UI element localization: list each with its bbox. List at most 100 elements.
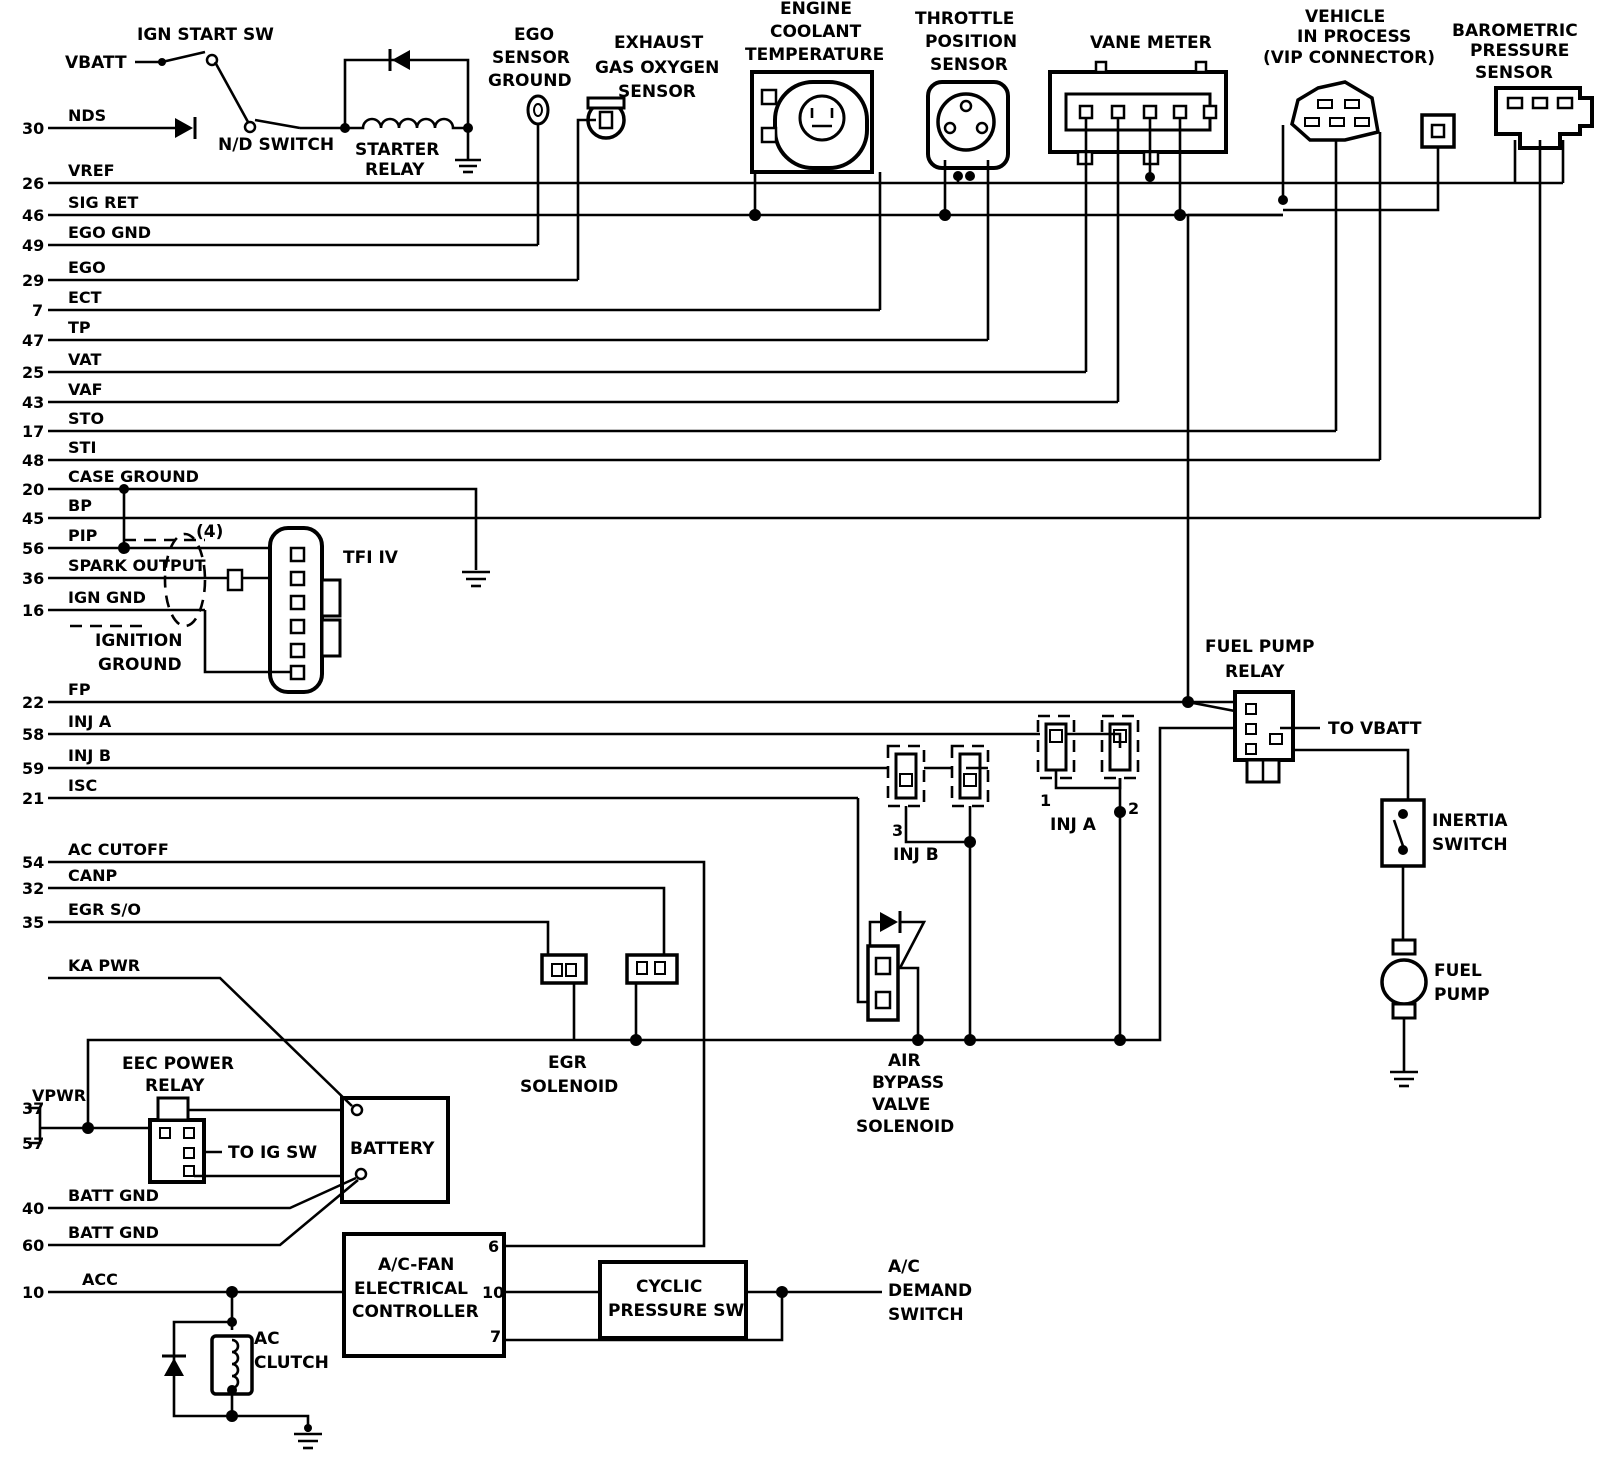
vip-label-3: (VIP CONNECTOR) <box>1263 48 1435 68</box>
pin-number-25: 25 <box>22 363 44 382</box>
vip-label-1: VEHICLE <box>1305 7 1385 27</box>
vbatt-label: VBATT <box>65 53 127 73</box>
ign-start-sw-label: IGN START SW <box>137 25 274 45</box>
egr-solenoid-connector-icon <box>540 953 588 985</box>
signal-label-canp: CANP <box>68 866 118 885</box>
signal-label-sti: STI <box>68 438 96 457</box>
ac-clutch-label-1: AC <box>254 1329 280 1349</box>
pin-number-40: 40 <box>22 1199 44 1218</box>
barometric-pressure-sensor: BAROMETRIC PRESSURE SENSOR <box>1452 21 1594 518</box>
pin-number-20: 20 <box>22 480 44 499</box>
ego-label-3: SENSOR <box>618 82 696 102</box>
inertia-switch-label-1: INERTIA <box>1432 811 1508 831</box>
pin-number-17: 17 <box>22 422 44 441</box>
pin-number-30: 30 <box>22 119 44 138</box>
egr-solenoid-label-2: SOLENOID <box>520 1077 618 1097</box>
to-vbatt-label: TO VBATT <box>1328 719 1422 739</box>
fuel-pump-label-2: PUMP <box>1434 985 1490 1005</box>
signal-label-batt-gnd: BATT GND <box>68 1186 159 1205</box>
signal-label-isc: ISC <box>68 776 97 795</box>
air-bypass-valve: AIR BYPASS VALVE SOLENOID <box>856 798 954 1137</box>
tfi-iv-label: TFI IV <box>343 548 399 568</box>
ac-fan-controller-icon <box>342 1232 506 1358</box>
eec-power-relay: EEC POWER RELAY TO IG SW BATTERY <box>28 976 450 1247</box>
pin-number-58: 58 <box>22 725 44 744</box>
fuel-pump-circuit: FUEL PUMP RELAY TO VBATT INERTIA SWITCH … <box>1182 215 1508 1088</box>
bp-label-2: PRESSURE <box>1470 41 1569 61</box>
pin-number-43: 43 <box>22 393 44 412</box>
signal-label-vaf: VAF <box>68 380 103 399</box>
tp-label-2: POSITION <box>925 32 1017 52</box>
inertia-switch-label-2: SWITCH <box>1432 835 1508 855</box>
injector-2-icon <box>1100 714 1140 780</box>
ego-label-1: EXHAUST <box>614 33 704 53</box>
ego-label-2: GAS OXYGEN <box>595 58 719 78</box>
note-4-label: (4) <box>196 522 223 542</box>
pin-number-46: 46 <box>22 206 44 225</box>
ignition-ground-label-1: IGNITION <box>95 631 182 651</box>
vip-connector-icon <box>1290 80 1381 142</box>
signal-label-vat: VAT <box>68 350 101 369</box>
ignition-ground-label-2: GROUND <box>98 655 182 675</box>
egr-canp-solenoids: EGR SOLENOID <box>48 886 679 1097</box>
signal-label-sig-ret: SIG RET <box>68 193 138 212</box>
injector-1-icon <box>1036 714 1076 780</box>
inj-b-label: INJ B <box>893 845 939 865</box>
ect-label-2: COOLANT <box>770 22 862 42</box>
pin-number-60: 60 <box>22 1236 44 1255</box>
cyclic-pressure-label-1: CYCLIC <box>636 1277 702 1297</box>
pin-number-35: 35 <box>22 913 44 932</box>
ac-demand-label-1: A/C <box>888 1257 920 1277</box>
pin-number-26: 26 <box>22 174 44 193</box>
pin-number-7: 7 <box>32 301 43 320</box>
signal-label-tp: TP <box>68 318 91 337</box>
inj-a-label: INJ A <box>1050 815 1097 835</box>
bypass-diode-icon <box>880 912 898 932</box>
fuel-pump-relay-label-2: RELAY <box>1225 662 1285 682</box>
ect-label-1: ENGINE <box>780 0 852 19</box>
signal-label-case-ground: CASE GROUND <box>68 467 199 486</box>
starter-relay-label-2: RELAY <box>365 160 425 180</box>
signal-label-sto: STO <box>68 409 104 428</box>
pin-number-21: 21 <box>22 789 44 808</box>
pin-number-36: 36 <box>22 569 44 588</box>
signal-label-ego: EGO <box>68 258 106 277</box>
nd-switch-label: N/D SWITCH <box>218 135 334 155</box>
pin-number-22: 22 <box>22 693 44 712</box>
pin-number-10: 10 <box>22 1283 44 1302</box>
vip-label-2: IN PROCESS <box>1297 27 1411 47</box>
engine-coolant-temp-sensor: ENGINE COOLANT TEMPERATURE <box>745 0 884 310</box>
ac-fan-label-2: ELECTRICAL <box>354 1279 468 1299</box>
abv-label-2: BYPASS <box>872 1073 944 1093</box>
ac-fan-pin-7: 7 <box>490 1327 501 1346</box>
abv-label-4: SOLENOID <box>856 1117 954 1137</box>
to-ig-sw-label: TO IG SW <box>228 1143 317 1163</box>
signal-label-inj-b: INJ B <box>68 746 111 765</box>
battery-label: BATTERY <box>350 1139 435 1159</box>
inj-num-2: 2 <box>1128 799 1139 818</box>
signal-label-pip: PIP <box>68 526 98 545</box>
ac-clutch-label-2: CLUTCH <box>254 1353 329 1373</box>
pin-number-54: 54 <box>22 853 44 872</box>
bp-label-3: SENSOR <box>1475 63 1553 83</box>
signal-label-batt-gnd: BATT GND <box>68 1223 159 1242</box>
abv-label-1: AIR <box>888 1051 921 1071</box>
vane-meter-label: VANE METER <box>1090 33 1212 53</box>
signal-label-ac-cutoff: AC CUTOFF <box>68 840 169 859</box>
signal-label-bp: BP <box>68 496 92 515</box>
injector-4-icon <box>950 744 990 808</box>
ac-fan-label-1: A/C-FAN <box>378 1255 454 1275</box>
ac-fan-controller: A/C-FAN ELECTRICAL CONTROLLER 6 10 7 CYC… <box>48 860 972 1358</box>
signal-label-ego-gnd: EGO GND <box>68 223 151 242</box>
tp-label-3: SENSOR <box>930 55 1008 75</box>
clutch-diode-icon <box>164 1358 184 1376</box>
inj-num-3: 3 <box>892 821 903 840</box>
signal-label-vref: VREF <box>68 161 115 180</box>
throttle-position-sensor: THROTTLE POSITION SENSOR <box>915 9 1017 340</box>
pin-number-47: 47 <box>22 331 44 350</box>
fuel-pump-relay-icon <box>1233 690 1295 762</box>
abv-label-3: VALVE <box>872 1095 930 1115</box>
starter-relay-coil-icon <box>345 117 467 130</box>
